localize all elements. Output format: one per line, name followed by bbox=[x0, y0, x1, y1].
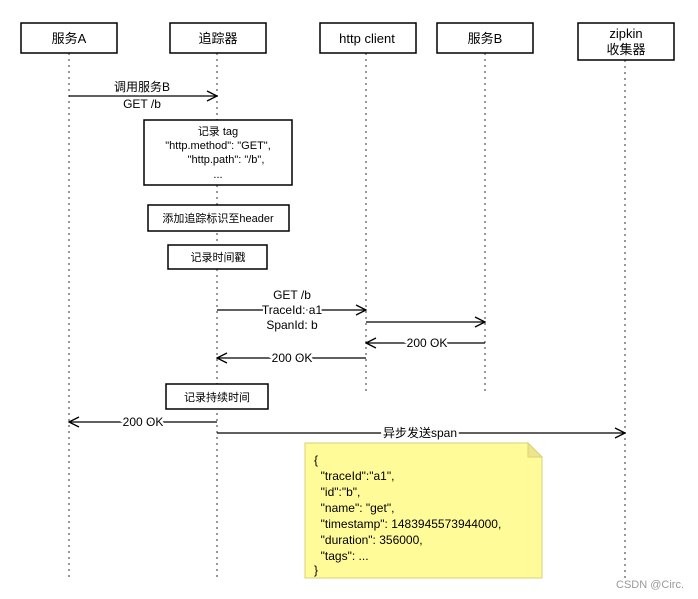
span-json-note: { "traceId":"a1", "id":"b", "name": "get… bbox=[304, 441, 544, 579]
participants: 服务A 追踪器 http client 服务B zipkin 收集器 bbox=[20, 22, 675, 61]
participant-box-service-b bbox=[436, 22, 534, 54]
lifelines bbox=[68, 53, 626, 580]
span-json-line-1: { bbox=[314, 453, 318, 467]
participant-label-tracer: 追踪器 bbox=[198, 31, 237, 46]
note-record-duration: 记录持续时间 bbox=[165, 383, 269, 410]
message-async-send: 异步发送span bbox=[217, 423, 625, 443]
note-record-timestamp: 记录时间戳 bbox=[167, 244, 268, 270]
note-record-tag-line1: 记录 tag bbox=[198, 125, 238, 138]
note-record-timestamp-box bbox=[167, 244, 268, 270]
span-json-line-5: "timestamp": 1483945573944000, bbox=[314, 517, 501, 531]
label-b-response: 200 OK bbox=[407, 336, 448, 350]
participant-box-service-a bbox=[20, 22, 118, 54]
note-record-tag-box bbox=[143, 119, 293, 186]
message-final-response: 200 OK bbox=[69, 413, 217, 432]
span-json-line-2: "traceId":"a1", bbox=[314, 469, 394, 483]
label-call-service-b-line2: GET /b bbox=[123, 97, 161, 111]
message-b-response: 200 OK bbox=[366, 334, 485, 353]
watermark: CSDN @Circ. bbox=[616, 579, 684, 591]
span-json-note-body bbox=[304, 442, 543, 579]
note-record-tag-line4: ... bbox=[213, 169, 222, 181]
message-call-service-b: 调用服务B GET /b bbox=[69, 77, 217, 113]
note-record-timestamp-text: 记录时间戳 bbox=[191, 251, 246, 264]
span-json-line-8: } bbox=[314, 563, 318, 577]
label-final-response: 200 OK bbox=[123, 415, 164, 429]
participant-box-http-client bbox=[319, 22, 417, 54]
span-json-line-7: "tags": ... bbox=[314, 549, 369, 563]
note-add-header-text: 添加追踪标识至header bbox=[162, 211, 274, 225]
span-json-line-6: "duration": 356000, bbox=[314, 533, 423, 547]
message-client-response: 200 OK bbox=[217, 349, 366, 368]
label-get-with-ids-line1: GET /b bbox=[273, 288, 311, 302]
label-client-response: 200 OK bbox=[272, 351, 313, 365]
label-call-service-b-line1: 调用服务B bbox=[114, 79, 170, 94]
participant-box-tracer bbox=[169, 22, 267, 54]
participant-label-zipkin-line2: 收集器 bbox=[606, 42, 645, 57]
participant-label-http-client: http client bbox=[339, 31, 395, 46]
participant-box-zipkin bbox=[577, 22, 675, 61]
note-add-header: 添加追踪标识至header bbox=[147, 204, 290, 232]
participant-label-zipkin: zipkin bbox=[609, 26, 642, 41]
participant-label-service-b: 服务B bbox=[468, 31, 503, 46]
label-get-with-ids-line3: SpanId: b bbox=[266, 318, 318, 332]
span-json-line-4: "name": "get", bbox=[314, 501, 394, 515]
note-record-tag: 记录 tag "http.method": "GET", "http.path"… bbox=[143, 119, 293, 186]
label-async-send: 异步发送span bbox=[383, 425, 457, 440]
note-record-tag-line2: "http.method": "GET", bbox=[165, 140, 271, 152]
label-get-with-ids-line2: TraceId: a1 bbox=[262, 303, 323, 317]
span-json-note-fold bbox=[527, 441, 544, 458]
note-record-duration-box bbox=[165, 383, 269, 410]
span-json-line-3: "id":"b", bbox=[314, 485, 360, 499]
note-record-duration-text: 记录持续时间 bbox=[184, 390, 250, 404]
participant-label-service-a: 服务A bbox=[52, 31, 87, 46]
note-add-header-box bbox=[147, 204, 290, 232]
message-get-with-ids: GET /b TraceId: a1 SpanId: b bbox=[217, 288, 366, 332]
note-record-tag-line3: "http.path": "/b", bbox=[188, 154, 265, 166]
